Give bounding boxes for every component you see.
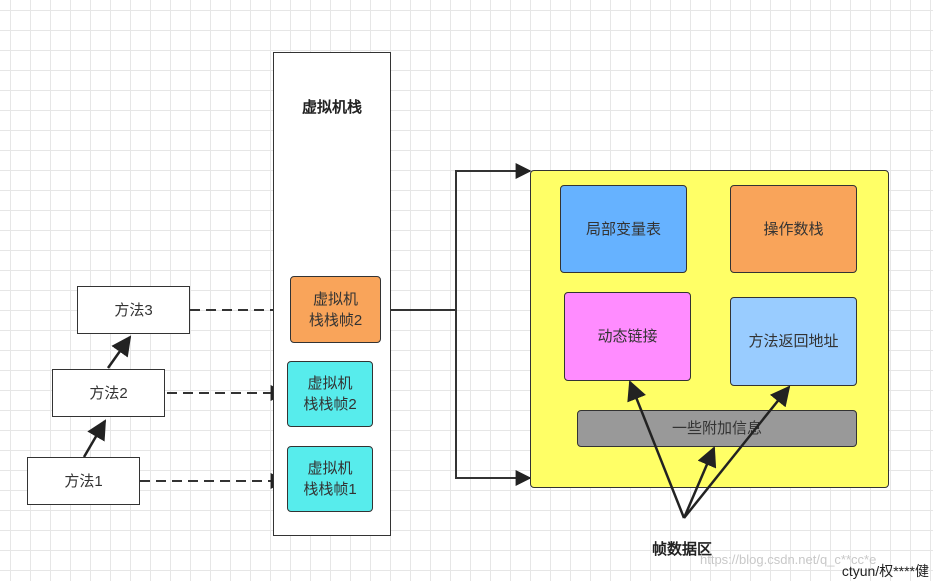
- watermark: https://blog.csdn.net/q_c**cc*e: [700, 552, 877, 567]
- method-3-label: 方法3: [114, 301, 153, 319]
- stack-frame-bottom: 虚拟机 栈栈帧1: [287, 446, 373, 512]
- operand-stack: 操作数栈: [730, 185, 857, 273]
- return-address-label: 方法返回地址: [748, 333, 839, 350]
- dynamic-linking-label: 动态链接: [597, 328, 658, 345]
- arrow-method1-to-method2: [82, 419, 107, 458]
- method-2-box: 方法2: [52, 369, 165, 417]
- additional-info-label: 一些附加信息: [671, 420, 762, 437]
- stack-frame-middle-label: 虚拟机 栈栈帧2: [303, 375, 357, 413]
- operand-stack-label: 操作数栈: [763, 220, 824, 238]
- local-variable-table-label: 局部变量表: [585, 220, 661, 238]
- local-variable-table: 局部变量表: [560, 185, 687, 273]
- additional-info: 一些附加信息: [577, 410, 857, 447]
- stack-frame-top-label: 虚拟机 栈栈帧2: [308, 290, 363, 329]
- credit-label: ctyun/权****健: [841, 563, 929, 579]
- method-1-box: 方法1: [27, 457, 140, 505]
- stack-frame-middle: 虚拟机 栈栈帧2: [287, 361, 373, 427]
- vm-stack-title: 虚拟机栈: [301, 99, 362, 116]
- dynamic-linking: 动态链接: [564, 292, 691, 381]
- stack-frame-bottom-label: 虚拟机 栈栈帧1: [303, 460, 357, 498]
- frame-data-area-label: 帧数据区: [652, 541, 713, 558]
- bracket-to-region: [455, 170, 528, 479]
- return-address: 方法返回地址: [730, 297, 857, 386]
- method-3-box: 方法3: [77, 286, 190, 334]
- stack-frame-top: 虚拟机 栈栈帧2: [290, 276, 381, 343]
- method-1-label: 方法1: [64, 472, 103, 490]
- method-2-label: 方法2: [89, 384, 128, 402]
- arrow-method2-to-method3: [106, 335, 132, 369]
